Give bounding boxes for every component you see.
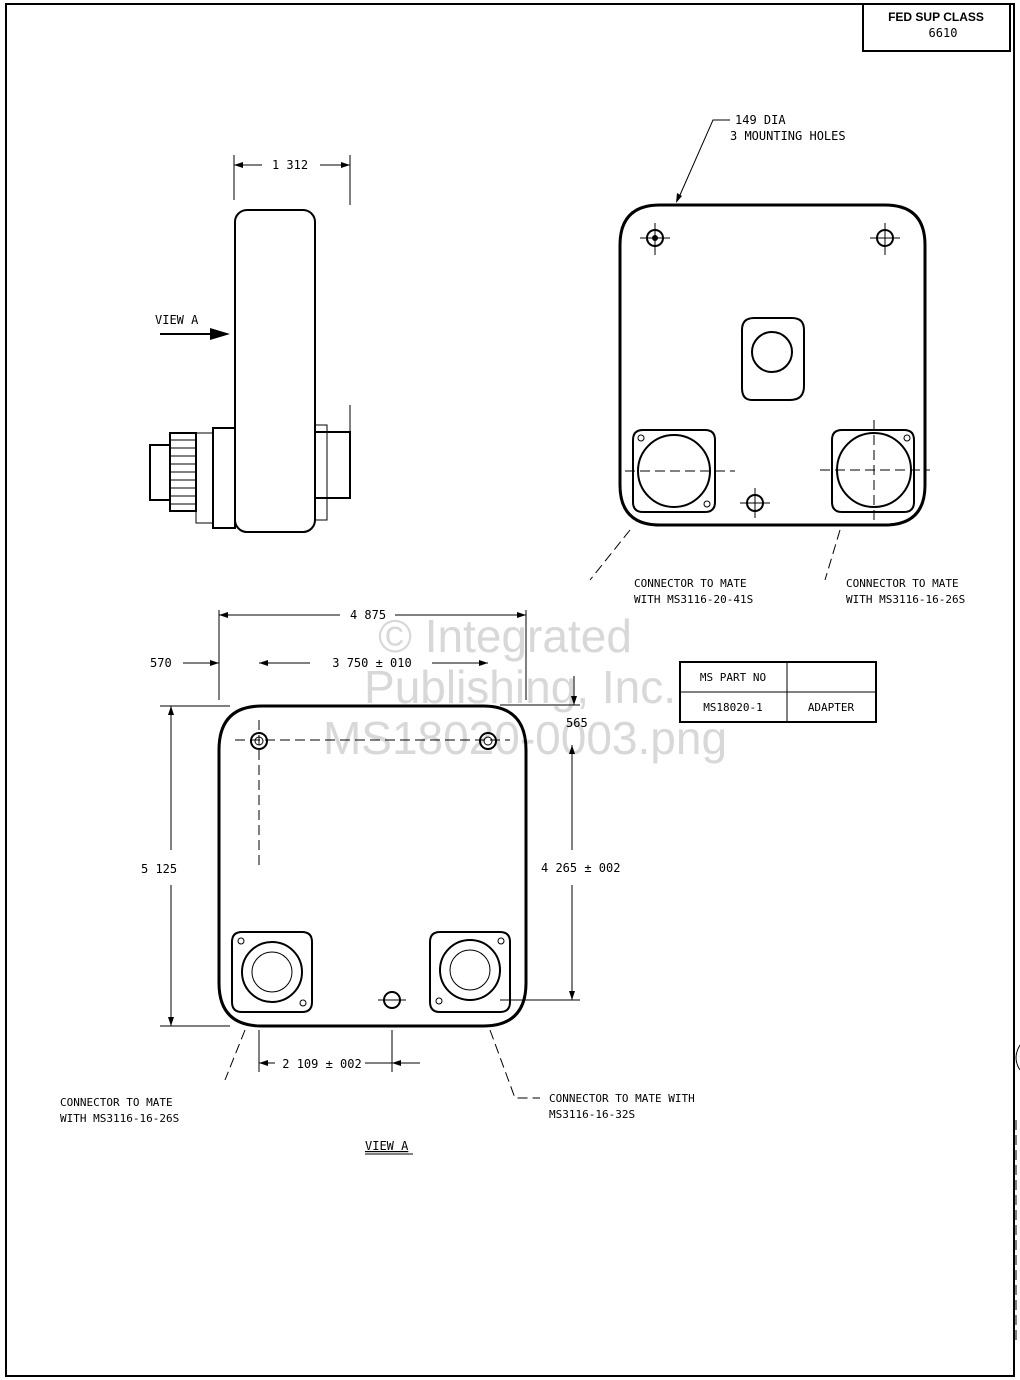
parts-table-header-part-no: MS PART NO	[700, 671, 766, 684]
hole-spacing-dimension: 3 750 ± 010	[332, 656, 411, 670]
fed-sup-class-value: 6610	[929, 26, 958, 40]
side-view: 1 312 VIEW A	[149, 155, 351, 533]
view-a-left-connector-note-line-1: CONNECTOR TO MATE	[60, 1096, 173, 1109]
view-a-left-connector-flange	[231, 931, 313, 1013]
side-view-width-dimension: 1 312	[272, 158, 308, 172]
top-left-connector-flange	[632, 429, 716, 513]
view-a-left-connector-note-line-2: WITH MS3116-16-26S	[60, 1112, 179, 1125]
top-right-connector-flange	[831, 429, 915, 513]
watermark-line-2: Publishing, Inc.	[364, 661, 676, 713]
top-left-connector-note-line-1: CONNECTOR TO MATE	[634, 577, 747, 590]
top-right-connector-note-line-1: CONNECTOR TO MATE	[846, 577, 959, 590]
overall-height-dimension: 5 125	[141, 862, 177, 876]
watermark-line-1: © Integrated	[378, 610, 632, 662]
mounting-hole-leader	[679, 119, 730, 196]
top-left-connector-note-line-2: WITH MS3116-20-41S	[634, 593, 753, 606]
top-view-outline	[618, 203, 927, 527]
top-right-connector-note-line-2: WITH MS3116-16-26S	[846, 593, 965, 606]
side-view-body	[234, 209, 316, 533]
mounting-hole	[250, 732, 268, 750]
view-a-arrow-label: VIEW A	[155, 313, 199, 327]
view-a-right-connector-flange	[429, 931, 511, 1013]
bottom-spacing-dimension: 2 109 ± 002	[282, 1057, 361, 1071]
parts-table: MS PART NO MS18020-1 ADAPTER	[679, 661, 877, 723]
left-offset-dimension: 570	[150, 656, 172, 670]
mounting-hole-note-line-1: 149 DIA	[735, 113, 786, 127]
page-border	[5, 3, 1015, 1377]
view-a-right-connector-note-line-2: MS3116-16-32S	[549, 1108, 635, 1121]
view-direction-arrow	[210, 328, 230, 340]
view-a-right-connector-note-line-1: CONNECTOR TO MATE WITH	[549, 1092, 695, 1105]
title-block: FED SUP CLASS 6610	[862, 3, 1011, 52]
view-a: 4 875 570 3 750 ± 010 565 5 125 4 265 ± …	[60, 608, 695, 1155]
view-a-caption: VIEW A	[365, 1139, 409, 1153]
hole-vertical-dimension: 4 265 ± 002	[541, 861, 620, 875]
title-block-box	[862, 3, 1011, 52]
fed-sup-class-label: FED SUP CLASS	[888, 10, 984, 24]
parts-table-cell-description: ADAPTER	[808, 701, 855, 714]
parts-table-cell-part-no: MS18020-1	[703, 701, 763, 714]
adapter-boss	[741, 317, 805, 401]
mounting-hole	[479, 732, 497, 750]
view-a-right-connector	[439, 939, 501, 1001]
overall-width-dimension: 4 875	[350, 608, 386, 622]
view-a-outline	[217, 704, 528, 1028]
mounting-hole-note-line-2: 3 MOUNTING HOLES	[730, 129, 846, 143]
view-a-left-connector	[241, 941, 303, 1003]
top-view: 149 DIA 3 MOUNTING HOLES	[589, 113, 965, 606]
top-offset-dimension: 565	[566, 716, 588, 730]
